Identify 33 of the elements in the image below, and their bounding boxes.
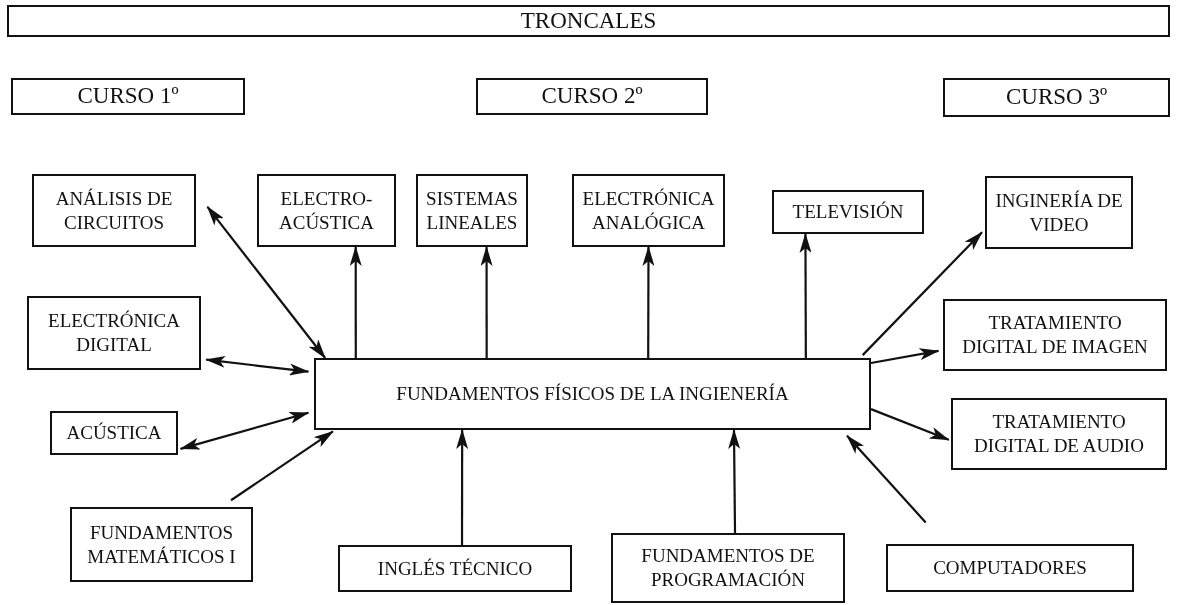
subject-box: SISTEMAS LINEALES	[416, 174, 528, 247]
subject-box: ELECTRO- ACÚSTICA	[257, 174, 396, 247]
subject-box: ANÁLISIS DE CIRCUITOS	[32, 174, 196, 247]
arrow	[206, 206, 326, 359]
course-box: CURSO 3º	[943, 78, 1170, 117]
subject-box: ELECTRÓNICA ANALÓGICA	[572, 174, 725, 247]
central-subject-box: FUNDAMENTOS FÍSICOS DE LA INGIENERÍA	[314, 358, 871, 430]
subject-box: TELEVISIÓN	[772, 190, 924, 234]
subject-box: TRATAMIENTO DIGITAL DE IMAGEN	[943, 299, 1167, 371]
header-bar: TRONCALES	[7, 5, 1170, 37]
arrow	[349, 246, 362, 358]
subject-box: INGLÉS TÉCNICO	[338, 545, 572, 592]
subject-box: ACÚSTICA	[50, 411, 178, 455]
subject-box: INGINERÍA DE VIDEO	[985, 176, 1133, 249]
subject-box: TRATAMIENTO DIGITAL DE AUDIO	[951, 398, 1167, 470]
arrow	[846, 435, 927, 524]
arrow	[799, 233, 812, 358]
arrow	[870, 348, 940, 365]
arrow	[179, 411, 310, 450]
subject-box: FUNDAMENTOS MATEMÁTICOS I	[70, 507, 253, 582]
arrow	[205, 355, 310, 376]
arrow	[230, 430, 334, 502]
arrow	[642, 246, 655, 358]
subject-box: COMPUTADORES	[886, 544, 1134, 592]
arrow	[870, 408, 950, 441]
arrow	[728, 429, 741, 533]
course-box: CURSO 2º	[476, 78, 708, 115]
subject-box: ELECTRÓNICA DIGITAL	[27, 296, 201, 370]
subject-box: FUNDAMENTOS DE PROGRAMACIÓN	[611, 533, 845, 603]
arrow	[861, 231, 983, 356]
arrow	[480, 246, 493, 358]
arrow	[456, 429, 469, 545]
course-box: CURSO 1º	[11, 78, 245, 115]
